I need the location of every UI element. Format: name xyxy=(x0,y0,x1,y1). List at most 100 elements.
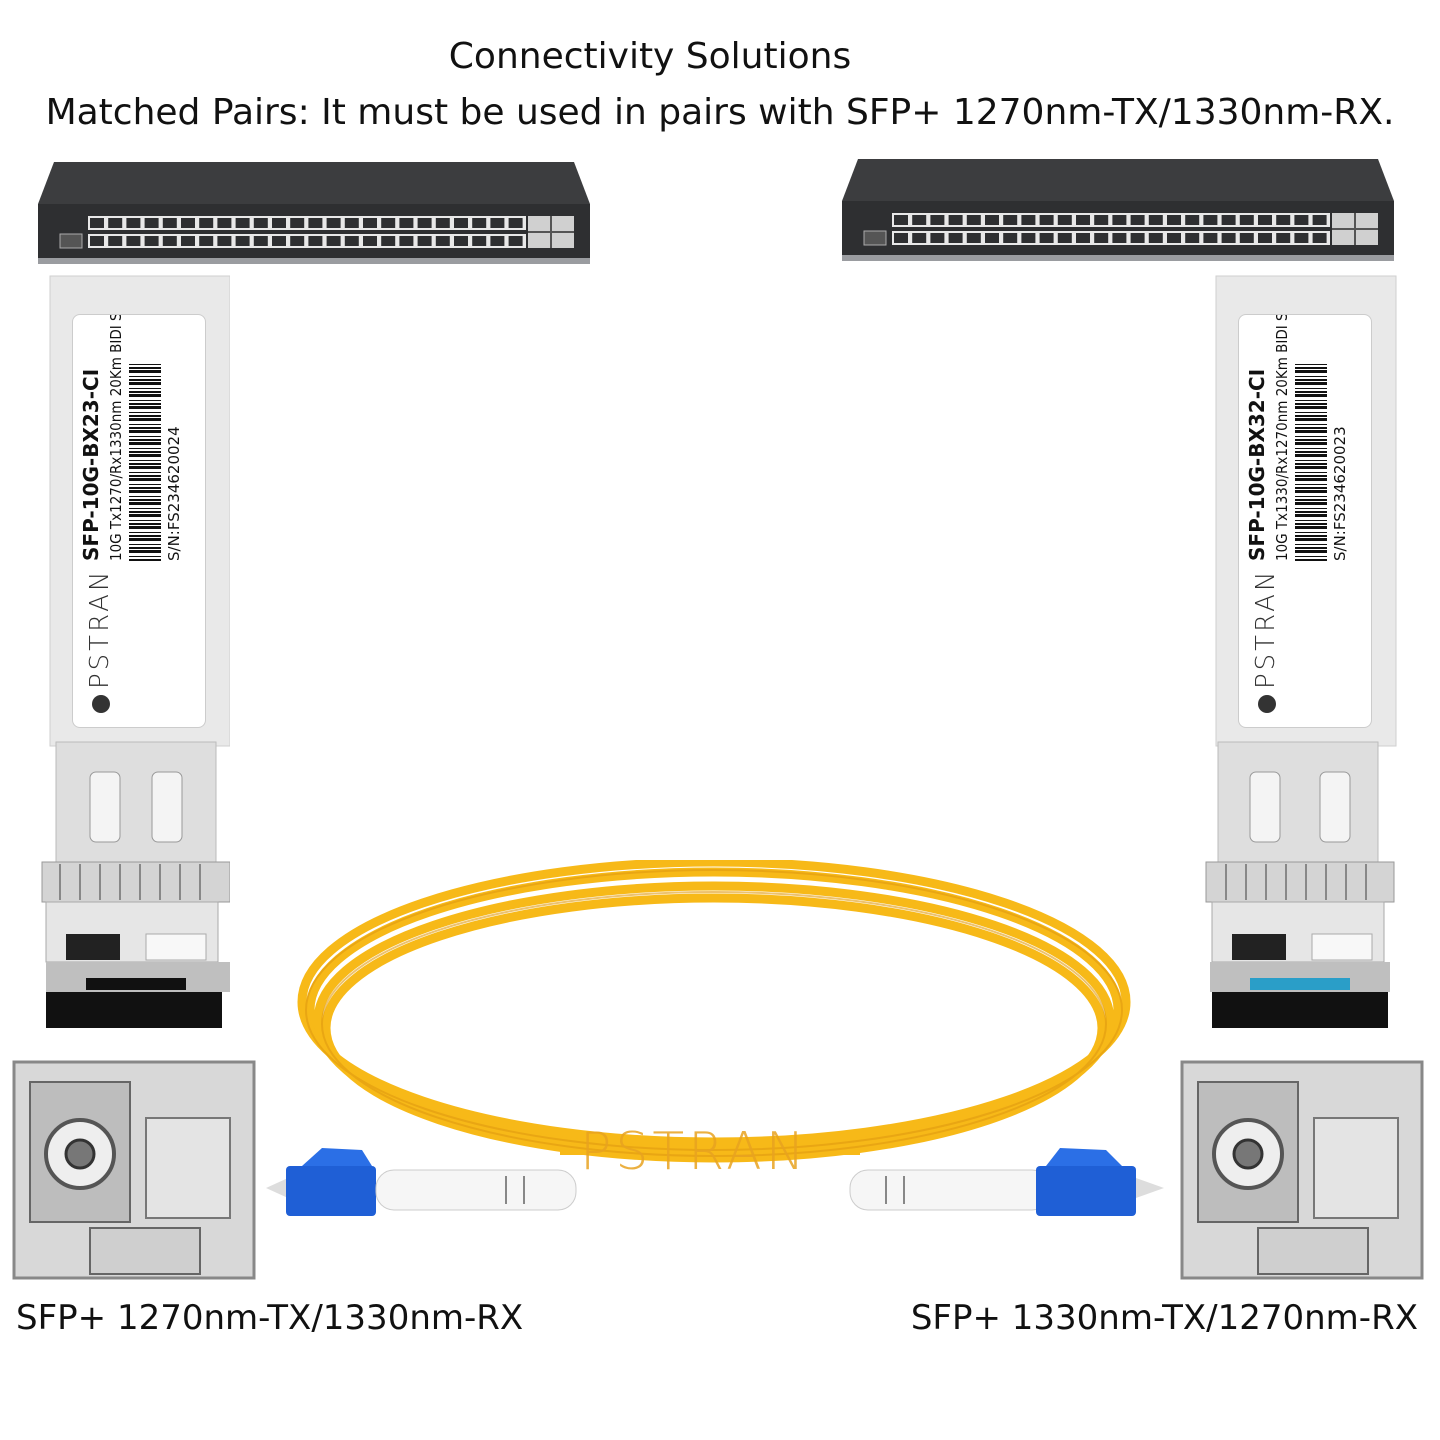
switch-port xyxy=(1148,233,1163,243)
switch-port xyxy=(1239,233,1254,243)
switch-port xyxy=(1130,215,1145,225)
switch-port xyxy=(1203,233,1218,243)
switch-port xyxy=(217,236,232,246)
switch-port xyxy=(1148,215,1163,225)
left-port-cage-icon xyxy=(12,1060,256,1280)
switch-port xyxy=(162,236,177,246)
switch-port xyxy=(399,236,414,246)
switch-port xyxy=(1294,233,1309,243)
switch-port xyxy=(930,233,945,243)
switch-port xyxy=(162,218,177,228)
right-port-cage-icon xyxy=(1180,1060,1424,1280)
switch-port xyxy=(1258,215,1272,225)
globe-logo-icon xyxy=(1257,695,1276,713)
switch-port xyxy=(108,218,123,228)
switch-port xyxy=(894,215,908,225)
switch-port xyxy=(508,218,523,228)
cable-brand-watermark: PSTRAN xyxy=(580,1122,809,1182)
switch-port xyxy=(126,218,141,228)
switch-port xyxy=(1003,233,1018,243)
left-lc-connector-icon xyxy=(266,1148,577,1216)
switch-port xyxy=(966,215,981,225)
switch-port xyxy=(308,236,323,246)
switch-port xyxy=(1130,233,1145,243)
left-network-switch-icon xyxy=(38,162,590,264)
switch-port xyxy=(912,233,927,243)
right-lc-connector-icon xyxy=(849,1148,1164,1216)
switch-port xyxy=(1112,215,1127,225)
switch-port xyxy=(1057,233,1072,243)
left-description: 10G Tx1270/Rx1330nm 20Km BIDI SFP+ xyxy=(107,314,125,561)
switch-port xyxy=(344,218,359,228)
switch-port xyxy=(1039,233,1054,243)
switch-port xyxy=(290,218,305,228)
switch-port xyxy=(90,218,104,228)
switch-port xyxy=(435,218,450,228)
page-title: Connectivity Solutions xyxy=(448,36,852,77)
switch-port xyxy=(417,236,432,246)
switch-port xyxy=(1057,215,1072,225)
switch-port xyxy=(326,218,341,228)
switch-port xyxy=(181,218,195,228)
switch-port xyxy=(1258,233,1272,243)
switch-port xyxy=(966,233,981,243)
switch-port xyxy=(1294,215,1309,225)
switch-port xyxy=(1185,215,1200,225)
fiber-cable-icon xyxy=(297,860,1131,1163)
switch-port xyxy=(308,218,323,228)
switch-port xyxy=(985,215,999,225)
switch-port xyxy=(253,236,268,246)
switch-port xyxy=(381,236,396,246)
switch-port xyxy=(894,233,908,243)
switch-port xyxy=(1167,215,1181,225)
switch-port xyxy=(985,233,999,243)
left-barcode xyxy=(129,361,161,561)
switch-port xyxy=(272,218,286,228)
switch-port xyxy=(435,236,450,246)
switch-port xyxy=(1003,215,1018,225)
right-description: 10G Tx1330/Rx1270nm 20Km BIDI SFP+ xyxy=(1273,314,1291,561)
switch-port xyxy=(454,218,468,228)
right-network-switch-icon xyxy=(842,159,1394,261)
switch-port xyxy=(399,218,414,228)
switch-port xyxy=(144,218,159,228)
switch-port xyxy=(1276,215,1291,225)
switch-port xyxy=(1094,233,1109,243)
switch-port xyxy=(1276,233,1291,243)
switch-port xyxy=(326,236,341,246)
page-subtitle: Matched Pairs: It must be used in pairs … xyxy=(45,92,1395,133)
right-module-label: PSTRAN SFP-10G-BX32-CI 10G Tx1330/Rx1270… xyxy=(1238,314,1372,728)
left-module-label: PSTRAN SFP-10G-BX23-CI 10G Tx1270/Rx1330… xyxy=(72,314,206,728)
right-serial: S/N:FS234620023 xyxy=(1331,426,1349,561)
switch-port xyxy=(472,218,487,228)
left-module-caption: SFP+ 1270nm-TX/1330nm-RX xyxy=(16,1298,524,1338)
switch-port xyxy=(1312,233,1327,243)
switch-port xyxy=(1203,215,1218,225)
switch-port xyxy=(90,236,104,246)
switch-port xyxy=(199,236,214,246)
switch-port xyxy=(1239,215,1254,225)
switch-port xyxy=(381,218,396,228)
switch-port xyxy=(144,236,159,246)
switch-port xyxy=(1076,233,1090,243)
switch-port xyxy=(1076,215,1090,225)
switch-port xyxy=(1021,233,1036,243)
right-sfp-module: PSTRAN SFP-10G-BX32-CI 10G Tx1330/Rx1270… xyxy=(1200,272,1400,1032)
switch-port xyxy=(126,236,141,246)
left-brand: PSTRAN xyxy=(85,568,115,689)
switch-port xyxy=(1039,215,1054,225)
switch-port xyxy=(472,236,487,246)
right-part-number: SFP-10G-BX32-CI xyxy=(1245,368,1269,561)
switch-port xyxy=(217,218,232,228)
switch-port xyxy=(363,236,377,246)
switch-port xyxy=(290,236,305,246)
switch-port xyxy=(930,215,945,225)
left-part-number: SFP-10G-BX23-CI xyxy=(79,368,103,561)
switch-port xyxy=(490,236,505,246)
switch-port xyxy=(181,236,195,246)
switch-port xyxy=(1221,215,1236,225)
switch-port xyxy=(235,218,250,228)
switch-port xyxy=(490,218,505,228)
switch-port xyxy=(912,215,927,225)
left-sfp-module: PSTRAN SFP-10G-BX23-CI 10G Tx1270/Rx1330… xyxy=(30,272,230,1032)
